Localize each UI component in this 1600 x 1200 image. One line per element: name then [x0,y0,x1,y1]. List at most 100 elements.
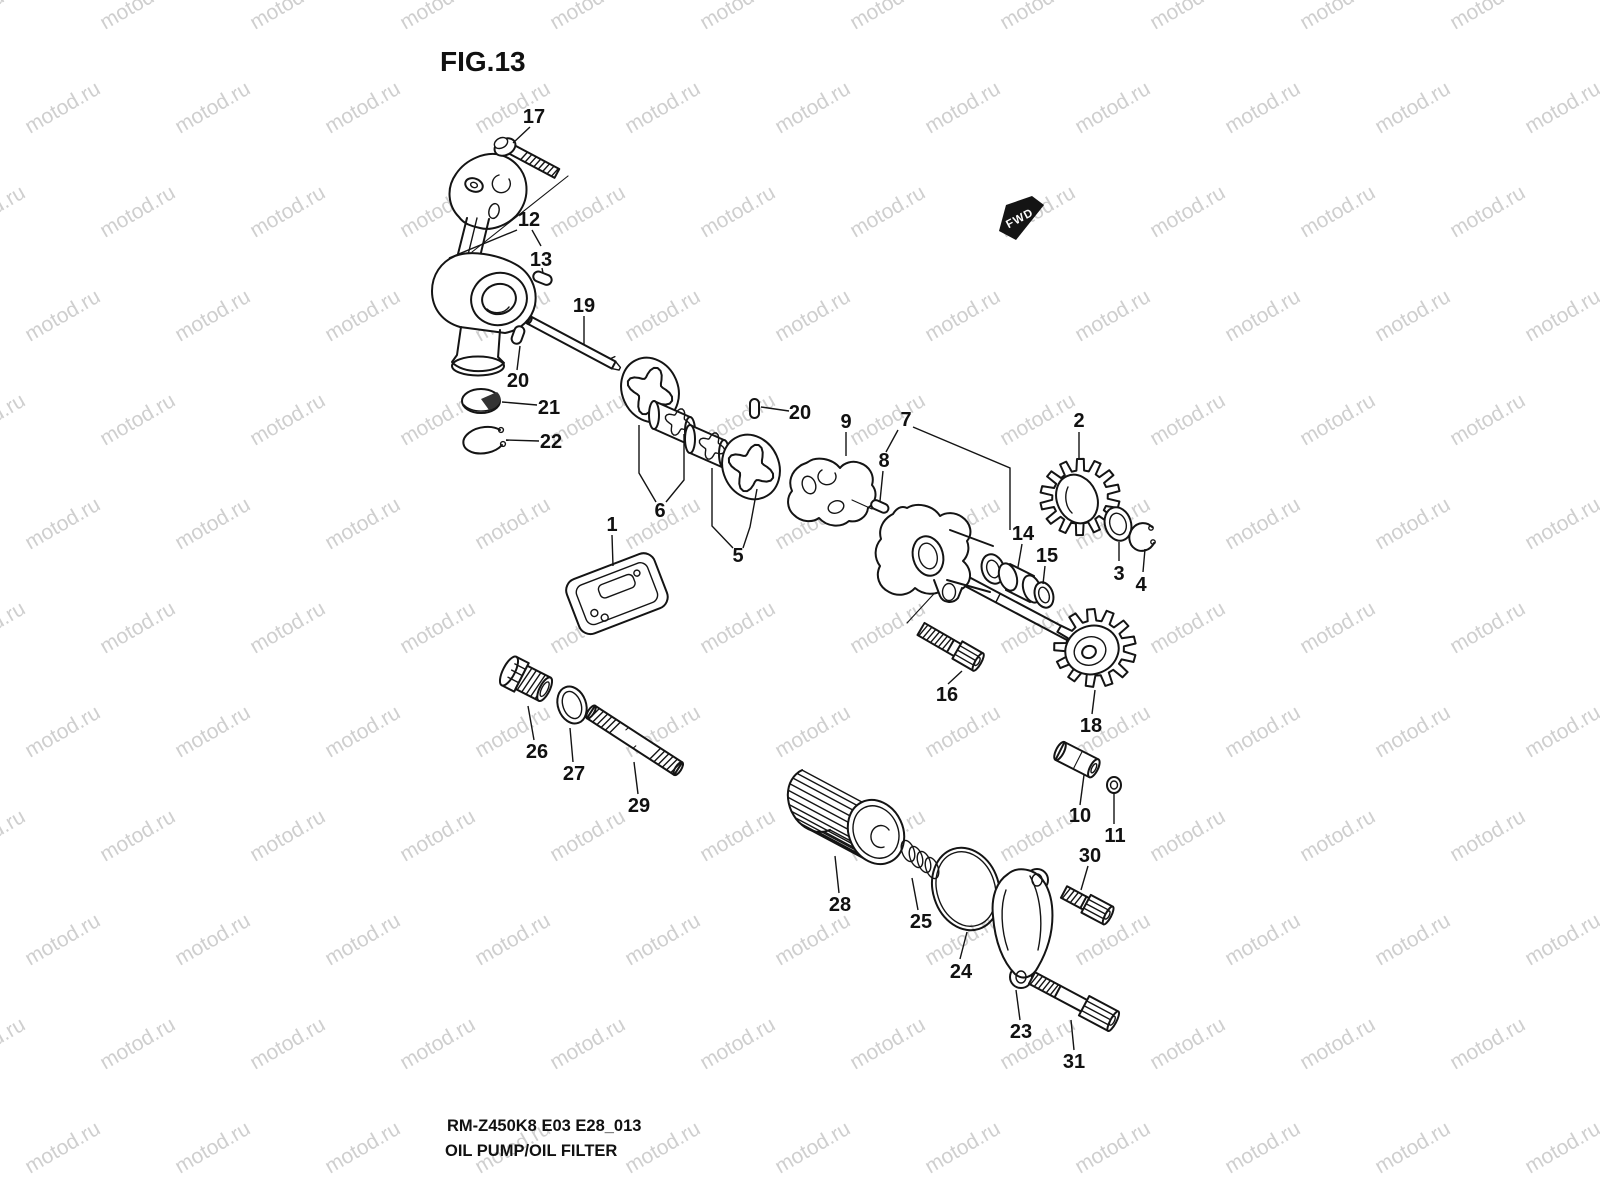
watermark-text: motod.ru [1596,1013,1600,1074]
part-16-bolt-drawing-shape [973,656,981,667]
rotor-inner-profile [727,443,775,493]
part-31-bolt-drawing-shape [1085,1000,1117,1018]
rotor-inner-profile [626,366,674,416]
part-25-spring-drawing [900,839,940,880]
part-16-bolt-drawing-shape [921,626,933,639]
part-11-o-ring-drawing [1106,776,1122,794]
part-16-bolt-drawing-shape [933,633,945,646]
part-23-filter-cap-drawing-shape [1001,889,1009,951]
watermark-text: motod.ru [1221,77,1304,138]
watermark-text: motod.ru [321,285,404,346]
part-10-collar-drawing-shape [1072,750,1083,770]
filter-face-shape [852,805,900,859]
part-19-rod-drawing [525,315,622,371]
part-10-collar-drawing [1053,740,1101,779]
part-30-bolt-drawing-shape [1061,887,1072,900]
watermark-text: motod.ru [1146,389,1229,450]
part-9-plate-drawing-shape [851,499,873,510]
watermark-text: motod.ru [0,181,29,242]
artwork-layer [431,136,1156,1033]
watermark-text: motod.ru [921,77,1004,138]
watermark-text: motod.ru [1446,1013,1529,1074]
part-17-bolt-drawing-shape-shape [519,151,560,177]
part-1-gasket-drawing-shape [575,562,659,626]
watermark-text: motod.ru [1221,701,1304,762]
part-4-snap-ring-drawing-shape [1150,539,1156,545]
part-8-pin-drawing-shape [870,499,890,514]
part-30-bolt-drawing [1059,885,1115,926]
part-label-7: 7 [900,409,911,431]
part-31-bolt-drawing-shape [1049,984,1060,996]
part-label-25: 25 [910,911,932,933]
part-2-gear-hub-shape [1065,486,1073,514]
part-4-snap-ring-drawing [1128,522,1156,552]
part-20-pin-left-drawing [510,325,526,345]
part-1-gasket-drawing-shape [597,573,636,599]
part-label-15: 15 [1036,545,1058,567]
watermark-text: motod.ru [996,805,1079,866]
watermark-text: motod.ru [1446,597,1529,658]
part-11-o-ring-drawing-shape [1109,780,1119,790]
watermark-text: motod.ru [471,909,554,970]
part-30-bolt-drawing-shape [1083,907,1107,921]
watermark-text: motod.ru [1596,181,1600,242]
watermark-text: motod.ru [996,0,1079,34]
watermark-text: motod.ru [846,0,929,34]
watermark-text: motod.ru [621,909,704,970]
part-7-pump-body-drawing-shape [946,529,994,593]
watermark-text: motod.ru [1296,181,1379,242]
watermark-text: motod.ru [171,77,254,138]
part-18-gear-hub-shape [1081,644,1097,660]
part-14-spacer-drawing-shape [1005,563,1035,603]
part-26-plug-drawing-shape [539,681,550,698]
part-30-bolt-drawing-shape [1073,893,1084,906]
watermark-text: motod.ru [396,597,479,658]
watermark-text: motod.ru [1596,0,1600,34]
part-18-gear-hub [1064,624,1120,676]
fwd-arrow-icon [999,196,1044,240]
inner-rotor-star [698,432,726,460]
watermark-text: motod.ru [771,285,854,346]
watermark-text: motod.ru [996,389,1079,450]
annotations: FIG.13 FWD RM-Z450K8 E03 E28_013 OIL PUM… [440,46,1044,1160]
filter-pleats-shape [790,810,853,845]
watermark-text: motod.ru [1596,805,1600,866]
part-29-screw-drawing [585,704,685,777]
part-3-washer-drawing-shape [1108,512,1128,536]
watermark-text: motod.ru [621,77,704,138]
part-4-snap-ring-drawing-shape [1128,522,1155,552]
leader-line [505,439,540,442]
watermark-text: motod.ru [1371,493,1454,554]
part-21-plug-drawing-shape [463,404,499,412]
filter-pleats-shape [794,817,856,851]
part-20-pin-right-drawing [749,398,760,419]
watermark-text: motod.ru [0,597,29,658]
watermark-text: motod.ru [1521,1117,1600,1178]
part-label-17: 17 [523,106,545,128]
part-label-2: 2 [1073,410,1084,432]
leader-line [1091,689,1096,715]
watermark-text: motod.ru [1221,285,1304,346]
part-30-bolt-drawing-shape [1065,889,1076,902]
part-29-screw-drawing-shape [625,726,637,749]
watermark-text: motod.ru [0,1013,29,1074]
leader-line [1142,548,1146,573]
part-15-washer-drawing [1033,581,1055,609]
watermark-text: motod.ru [246,597,329,658]
part-12-holder-drawing-shape [481,282,517,316]
watermark-text: motod.ru [921,1117,1004,1178]
leader-line [834,855,840,894]
part-1-gasket-drawing [565,552,669,636]
watermark-text: motod.ru [771,909,854,970]
part-label-8: 8 [878,450,889,472]
part-label-9: 9 [840,411,851,433]
watermark-text: motod.ru [921,701,1004,762]
watermark-text: motod.ru [696,1013,779,1074]
part-12-holder-drawing-shape [488,202,500,220]
watermark-text: motod.ru [96,181,179,242]
watermark-text: motod.ru [171,285,254,346]
watermark-text: motod.ru [696,181,779,242]
part-26-plug-drawing-shape [536,676,554,702]
watermark-text: motod.ru [21,77,104,138]
